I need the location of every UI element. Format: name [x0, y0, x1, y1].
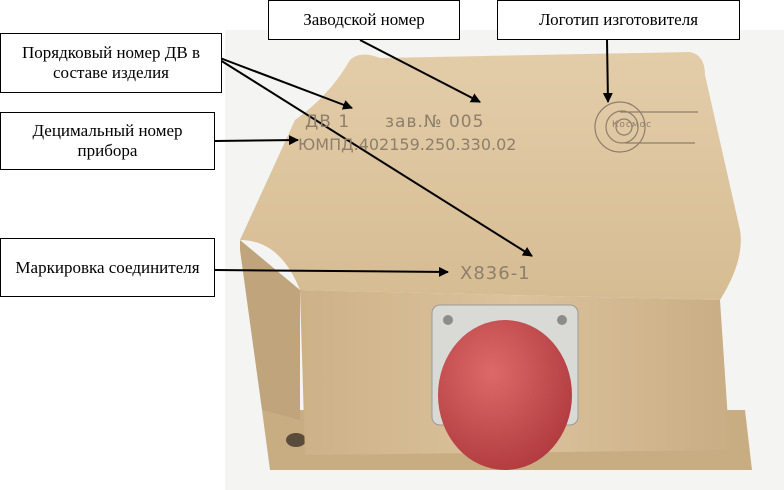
engraving-decimal-number: ЮМПД.402159.250.330.02 [298, 135, 517, 154]
device-side [240, 240, 300, 420]
mount-hole [286, 433, 306, 447]
engraving-serial: зав.№ 005 [385, 112, 485, 132]
device-top-face [240, 52, 741, 300]
label-serial-position: Порядковый номер ДВ в составе изделия [0, 33, 222, 93]
manufacturer-logo [594, 101, 698, 153]
logo-text: Космос [612, 120, 653, 130]
engraving-connector: X836-1 [460, 263, 531, 284]
label-decimal-number: Децимальный номер прибора [0, 112, 215, 170]
label-factory-number: Заводской номер [268, 0, 460, 40]
label-manufacturer-logo: Логотип изготовителя [497, 0, 740, 40]
annotation-arrows [214, 39, 613, 277]
connector-cap [438, 320, 572, 470]
engraving-dv-number: ДВ 1 [305, 112, 351, 132]
label-connector-marking: Маркировка соединителя [0, 238, 215, 297]
